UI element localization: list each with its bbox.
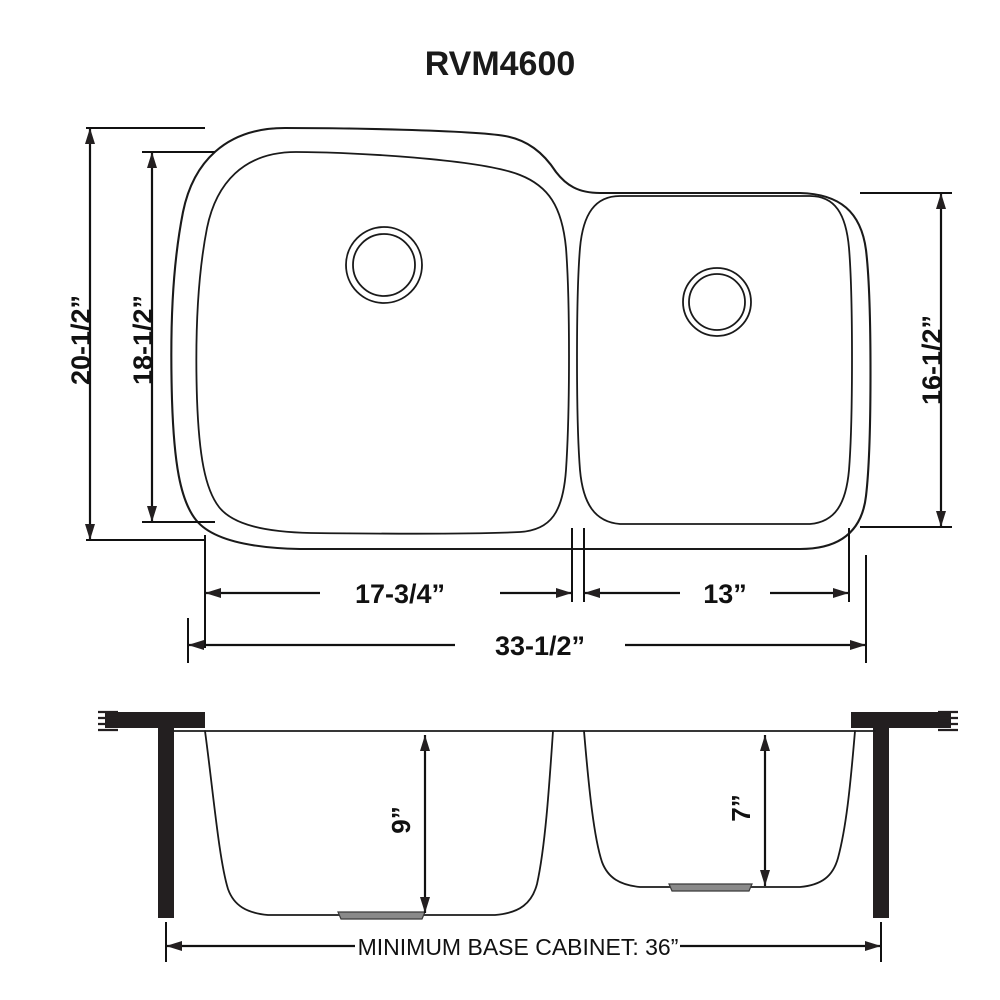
dimension-base-cabinet: MINIMUM BASE CABINET: 36”: [165, 922, 882, 963]
dim-label-bg-right-bowl-width: [680, 574, 770, 612]
page-title: RVM4600: [425, 45, 576, 83]
dim-label-right-bowl-height: 16-1/2”: [917, 315, 947, 405]
dimension-right-bowl-width: 13”: [583, 528, 850, 612]
section-left-drain-plate: [337, 911, 426, 920]
dimension-overall-width: 33-1/2”: [187, 555, 867, 664]
arrow-right-right-bowl-width: [833, 588, 849, 598]
dimension-overall-height: 20-1/2”: [66, 127, 205, 541]
right-drain-inner-ring: [688, 273, 746, 331]
left-bowl-drain: [345, 226, 423, 304]
top-view-group: 20-1/2” 18-1/2” 16-1/2”: [66, 126, 952, 664]
arrow-down-left-bowl-height: [147, 506, 157, 522]
countertop-left: [98, 710, 205, 732]
right-bowl-drain: [682, 267, 752, 337]
left-bowl-outline: [195, 151, 570, 535]
dim-label-right-bowl-depth: 7”: [726, 794, 756, 821]
dimension-left-bowl-depth: 9”: [386, 735, 430, 913]
arrow-left-base-cabinet: [166, 941, 182, 951]
arrow-left-right-bowl-width: [584, 588, 600, 598]
arrow-up-overall-height: [85, 128, 95, 144]
left-drain-outer-ring: [345, 226, 423, 304]
dim-label-bg-overall-width: [455, 626, 625, 664]
dim-label-bg-base-cabinet: [355, 929, 680, 963]
sink-outer-rim: [170, 126, 872, 551]
countertop-left-slab: [105, 712, 205, 728]
arrow-right-left-bowl-width: [556, 588, 572, 598]
dim-label-left-bowl-depth: 9”: [386, 806, 416, 833]
section-right-bowl: [583, 730, 856, 888]
dim-label-bg-left-bowl-depth: [395, 790, 421, 850]
arrow-down-overall-height: [85, 524, 95, 540]
dim-label-base-cabinet: MINIMUM BASE CABINET: 36”: [358, 934, 679, 960]
arrow-up-right-bowl-height: [936, 193, 946, 209]
arrow-down-left-bowl-depth: [420, 897, 430, 913]
dim-label-left-bowl-width: 17-3/4”: [355, 579, 445, 609]
left-drain-inner-ring: [352, 233, 416, 297]
arrow-right-overall-width: [850, 640, 866, 650]
arrow-up-left-bowl-height: [147, 152, 157, 168]
countertop-right: [851, 710, 958, 732]
dimension-left-bowl-height: 18-1/2”: [128, 151, 215, 523]
dimension-right-bowl-depth: 7”: [726, 735, 770, 886]
countertop-left-hatch: [98, 710, 118, 732]
section-right-drain-plate: [668, 883, 753, 892]
countertop-right-hatch: [938, 710, 958, 732]
dimension-right-bowl-height: 16-1/2”: [860, 192, 952, 528]
section-left-bowl: [204, 730, 554, 916]
dim-label-bg-right-bowl-depth: [735, 780, 761, 835]
dim-label-overall-width: 33-1/2”: [495, 631, 585, 661]
right-bowl-outline: [576, 195, 853, 525]
arrow-down-right-bowl-height: [936, 511, 946, 527]
arrow-right-base-cabinet: [865, 941, 881, 951]
arrow-left-left-bowl-width: [205, 588, 221, 598]
arrow-up-right-bowl-depth: [760, 735, 770, 751]
dimension-left-bowl-width: 17-3/4”: [204, 528, 573, 648]
countertop-right-slab: [851, 712, 951, 728]
arrow-left-overall-width: [188, 640, 204, 650]
arrow-down-right-bowl-depth: [760, 870, 770, 886]
right-drain-outer-ring: [682, 267, 752, 337]
cabinet-wall-left: [158, 728, 174, 918]
dim-label-overall-height: 20-1/2”: [66, 295, 96, 385]
cabinet-wall-right: [873, 728, 889, 918]
section-view-group: 9” 7” MINIMUM BASE CABINET: 36”: [98, 710, 958, 963]
dim-label-left-bowl-height: 18-1/2”: [128, 295, 158, 385]
arrow-up-left-bowl-depth: [420, 735, 430, 751]
dim-label-bg-left-bowl-width: [320, 574, 500, 612]
dim-label-right-bowl-width: 13”: [703, 579, 747, 609]
